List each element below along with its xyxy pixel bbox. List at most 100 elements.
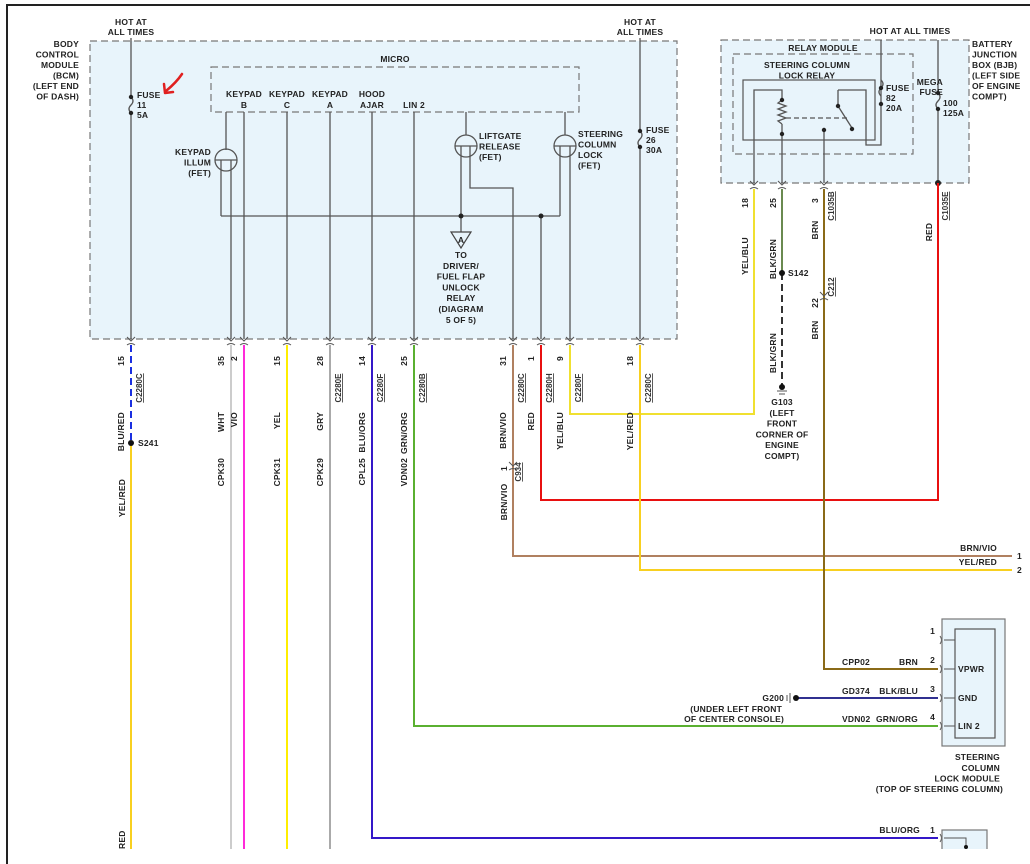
connector-chevron-icon <box>226 336 236 346</box>
micro-pin-label: LIN 2 <box>403 100 425 110</box>
wire-pin-number: 35 <box>216 356 226 366</box>
connector-chevron-icon <box>126 336 136 346</box>
wire-color-code: BRN <box>810 320 820 339</box>
micro-pin-label: KEYPAD <box>312 89 348 99</box>
connector-chevron-icon <box>508 336 518 346</box>
relay-label: LOCK RELAY <box>779 71 836 81</box>
micro-label: MICRO <box>380 54 410 64</box>
connector-id: C2280F <box>376 374 385 403</box>
wire-color-code: BLK/GRN <box>768 239 778 279</box>
wire-color-code: YEL/BLU <box>555 412 565 450</box>
sclm-pin-name: GND <box>958 693 978 703</box>
bcm-label: (LEFT END <box>33 81 79 91</box>
wire-color-code: BRN/VIO <box>498 412 508 449</box>
ref-a-triangle-icon <box>449 231 473 250</box>
micro-box <box>210 66 580 113</box>
output-wire-color: YEL/RED <box>959 557 997 567</box>
connector-id: C2280B <box>418 373 427 403</box>
bjb-label: BOX (BJB) <box>972 60 1017 70</box>
wire-color-code: BLK/GRN <box>768 333 778 373</box>
sclm-inner <box>954 628 996 739</box>
connector-id: C2280C <box>644 373 653 403</box>
wire-pin-number: 18 <box>740 198 750 208</box>
sclm-wire-color: BRN <box>899 657 918 667</box>
connector-id: C2280E <box>334 373 343 403</box>
sclm-pin-number: 2 <box>930 655 935 665</box>
wire-yel-red <box>639 345 1012 571</box>
sclm-circuit-id: VDN02 <box>842 714 870 724</box>
ref-a-text: (DIAGRAM <box>438 304 483 314</box>
liftgate-fet-label: (FET) <box>479 152 502 162</box>
bjb-label: (LEFT SIDE <box>972 71 1020 81</box>
ground-g200-icon <box>793 695 799 701</box>
wire-color-code: RED <box>117 830 127 849</box>
fuse-26-label: 26 <box>646 135 656 145</box>
keypad-illum-fet-label: ILLUM <box>184 158 211 168</box>
relay-label: STEERING COLUMN <box>764 60 850 70</box>
connector-chevron-icon <box>777 180 787 190</box>
liftgate-fet-label: LIFTGATE <box>479 131 522 141</box>
splice-s241-label: S241 <box>138 438 159 448</box>
bottom-pin-number: 1 <box>930 825 935 835</box>
ground-g200-label: OF CENTER CONSOLE) <box>684 714 784 724</box>
hot-at-all-times-label: HOT AT <box>115 17 147 27</box>
steering-fet-label: (FET) <box>578 161 601 171</box>
connector-id: C1035E <box>941 191 950 221</box>
wire-pin-number: 15 <box>116 356 126 366</box>
bjb-label: BATTERY <box>972 39 1013 49</box>
wire-color-code: RED <box>924 223 934 242</box>
connector-id: C212 <box>827 277 836 297</box>
connector-chevron-icon <box>819 291 829 301</box>
sclm-wire-color: BLK/BLU <box>879 686 918 696</box>
bcm-label: (BCM) <box>53 71 79 81</box>
output-pin-number: 1 <box>1017 551 1022 561</box>
steering-fet-label: LOCK <box>578 150 604 160</box>
bottom-module-box <box>941 829 988 849</box>
fuse-26-label: 30A <box>646 145 662 155</box>
micro-pin-label: HOOD <box>359 89 385 99</box>
connector-chevron-icon <box>635 336 645 346</box>
hot-at-all-times-label: HOT AT <box>624 17 656 27</box>
circuit-id: CPK30 <box>216 458 226 486</box>
wire-color-code: YEL <box>272 412 282 429</box>
wire-color-code: GRY <box>315 412 325 431</box>
connector-chevron-icon <box>325 336 335 346</box>
wire-color-code: WHT <box>216 411 226 432</box>
wire-pin-number: 15 <box>272 356 282 366</box>
wire-color-code: BRN <box>810 220 820 239</box>
keypad-illum-fet-label: KEYPAD <box>175 147 211 157</box>
ref-a-text: TO <box>455 250 467 260</box>
connector-chevron-icon <box>508 461 518 471</box>
splice-s241-dot <box>128 440 134 446</box>
ground-g103-icon <box>779 384 785 390</box>
relay-box <box>742 79 876 141</box>
wire-yel-blu <box>569 189 755 415</box>
fuse-82-label: 20A <box>886 103 902 113</box>
wire-pin-number: 18 <box>625 356 635 366</box>
sclm-wire-color: GRN/ORG <box>876 714 918 724</box>
ground-g103-label: (LEFT <box>769 408 795 418</box>
bcm-label: BODY <box>54 39 79 49</box>
wire-grn-org <box>413 345 938 727</box>
diagram-frame <box>6 4 1030 864</box>
micro-pin-label: C <box>284 100 290 110</box>
sclm-label: LOCK MODULE <box>935 774 1001 784</box>
wire-pin-number: 22 <box>810 298 820 308</box>
connector-chevron-icon <box>536 336 546 346</box>
wire-pin-number: 14 <box>357 356 367 366</box>
ref-a-text: RELAY <box>446 293 475 303</box>
wire-color-code: YEL/RED <box>625 412 635 450</box>
bcm-label: OF DASH) <box>36 92 79 102</box>
sclm-label: COLUMN <box>962 763 1001 773</box>
bjb-label: JUNCTION <box>972 50 1017 60</box>
fuse-82-label: 82 <box>886 93 896 103</box>
fuse-11-label: FUSE <box>137 90 161 100</box>
wire-brn <box>823 189 938 670</box>
connector-id: C2280C <box>517 373 526 403</box>
bcm-label: CONTROL <box>36 50 79 60</box>
micro-pin-label: KEYPAD <box>269 89 305 99</box>
wire-color-code: RED <box>526 412 536 431</box>
circuit-id: CPK29 <box>315 458 325 486</box>
wire-color-code: BLU/RED <box>116 412 126 451</box>
